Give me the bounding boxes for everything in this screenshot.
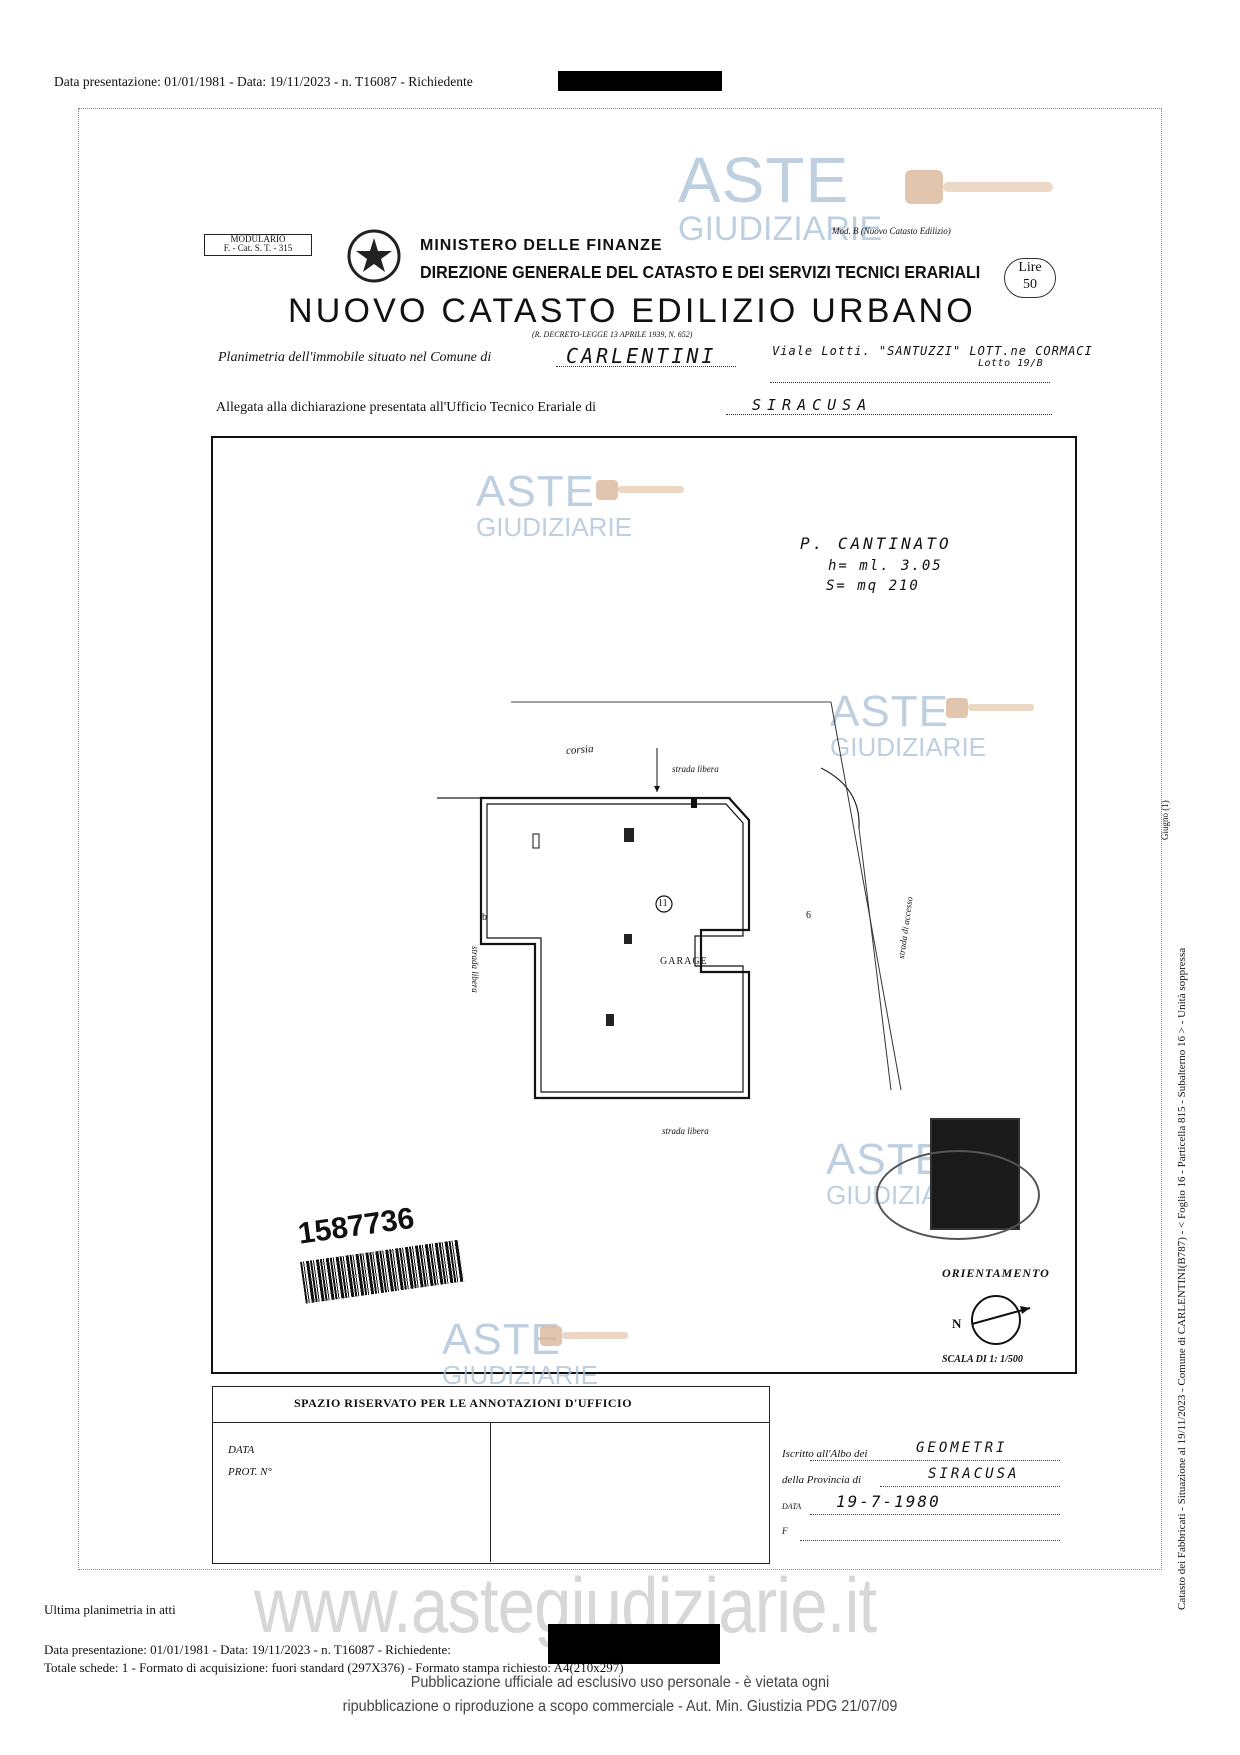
footer-line-2: Totale schede: 1 - Formato di acquisizio… [44, 1660, 624, 1675]
comune-value: CARLENTINI [566, 344, 717, 368]
strada-top-label: strada libera [672, 764, 719, 774]
height-label: h= ml. 3.05 [828, 558, 943, 574]
six-label: 6 [806, 910, 811, 921]
disclaimer-line-1: Pubblicazione ufficiale ad esclusivo uso… [410, 1674, 830, 1691]
address-underline [770, 382, 1050, 383]
watermark-logo-plan-2: ASTE GIUDIZIARIE [830, 687, 987, 762]
north-label: N [952, 1316, 962, 1331]
strada-bottom-label: strada libera [662, 1126, 709, 1136]
emblem-icon [347, 229, 401, 283]
provincia-label: della Provincia di [782, 1474, 862, 1486]
sig-data-label: DATA [782, 1502, 802, 1511]
annotations-data-label: DATA [228, 1444, 255, 1456]
ministry-title: MINISTERO DELLE FINANZE [420, 237, 663, 254]
watermark-logo-top: ASTE GIUDIZIARIE [678, 144, 883, 248]
provincia-value: SIRACUSA [928, 1466, 1020, 1482]
gavel-icon [905, 170, 1053, 204]
ufficio-underline [726, 414, 1052, 415]
annotations-box [212, 1386, 770, 1564]
room-number: 11 [658, 898, 668, 909]
direzione-title: DIREZIONE GENERALE DEL CATASTO E DEI SER… [420, 262, 981, 282]
corsia-label: corsia [565, 743, 594, 757]
sig-data-value: 19-7-1980 [836, 1492, 941, 1511]
ufficio-value: SIRACUSA [752, 396, 873, 414]
allegata-label: Allegata alla dichiarazione presentata a… [216, 400, 597, 415]
scan-frame [78, 108, 1162, 1570]
side-catasto-text: Catasto dei Fabbricati - Situazione al 1… [1176, 947, 1188, 1610]
side-small-text: Giugno (1) [1160, 800, 1170, 840]
signature-line-2 [880, 1486, 1060, 1487]
annotations-title: SPAZIO RISERVATO PER LE ANNOTAZIONI D'UF… [294, 1396, 633, 1410]
redacted-requester [558, 71, 722, 91]
orientamento-label: ORIENTAMENTO [942, 1266, 1050, 1280]
compass-icon [971, 1295, 1031, 1345]
signature-line-3 [810, 1514, 1060, 1515]
mod-b-label: Mod. B (Nuovo Catasto Edilizio) [832, 226, 951, 236]
address-value: Viale Lotti. "SANTUZZI" LOTT.ne CORMACI [772, 344, 1093, 358]
surface-label: S= mq 210 [826, 578, 920, 594]
decree-text: (R. DECRETO-LEGGE 13 APRILE 1939, N. 652… [532, 330, 693, 339]
comune-underline [556, 366, 736, 367]
albo-value: GEOMETRI [916, 1440, 1008, 1456]
top-header-text: Data presentazione: 01/01/1981 - Data: 1… [54, 74, 473, 89]
gavel-icon [596, 480, 684, 500]
modulario-box: MODULARIO F. - Cat. S. T. - 315 [204, 234, 312, 256]
lire-stamp: Lire 50 [1004, 258, 1056, 298]
strada-left-label: strada libera [470, 946, 480, 993]
firma-label: F [782, 1526, 788, 1536]
annotations-col-divider [490, 1423, 491, 1562]
scala-label: SCALA DI 1: 1/500 [942, 1354, 1023, 1365]
redacted-requester-footer [548, 1624, 720, 1664]
floor-label: P. CANTINATO [800, 534, 952, 553]
room-label: GARAGE [660, 956, 708, 967]
watermark-logo-plan-1: ASTE GIUDIZIARIE [476, 467, 633, 542]
footer-line-1: Data presentazione: 01/01/1981 - Data: 1… [44, 1642, 451, 1657]
ultima-label: Ultima planimetria in atti [44, 1602, 176, 1617]
gavel-icon [540, 1326, 628, 1346]
annotations-prot-label: PROT. N° [228, 1466, 272, 1478]
planimetria-label: Planimetria dell'immobile situato nel Co… [218, 350, 492, 365]
annotations-header-divider [212, 1422, 769, 1423]
signature-line-4 [800, 1540, 1060, 1541]
stamp-cancellation [876, 1150, 1040, 1240]
plan-frame [211, 436, 1077, 1374]
catasto-title: NUOVO CATASTO EDILIZIO URBANO [288, 292, 976, 330]
iscritto-label: Iscritto all'Albo dei [782, 1448, 868, 1460]
signature-line-1 [810, 1460, 1060, 1461]
b-label: b [482, 912, 487, 923]
gavel-icon [946, 698, 1034, 718]
disclaimer-line-2: ripubblicazione o riproduzione a scopo c… [342, 1698, 898, 1715]
lotto-value: Lotto 19/B [978, 358, 1044, 369]
floor-plan-drawing [278, 701, 902, 1192]
